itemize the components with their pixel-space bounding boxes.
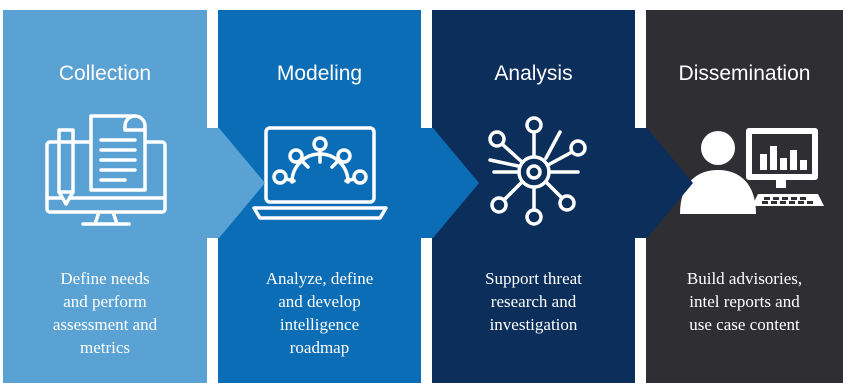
description-line: roadmap xyxy=(289,338,350,357)
stage-dissemination: Dissemination Build advisories xyxy=(646,10,843,383)
description-line: investigation xyxy=(489,315,578,334)
description-line: intel reports and xyxy=(689,292,800,311)
description-line: Analyze, define xyxy=(265,269,374,288)
stage-description: Define needs and perform assessment and … xyxy=(3,267,207,359)
stage-description: Analyze, define and develop intelligence… xyxy=(218,267,421,359)
arrow-modeling-to-analysis xyxy=(421,128,479,238)
user-monitor-chart-icon xyxy=(680,128,824,214)
description-line: research and xyxy=(490,292,577,311)
stage-description: Support threat research and investigatio… xyxy=(432,267,635,336)
description-line: and develop xyxy=(278,292,361,311)
description-line: use case content xyxy=(689,315,800,334)
stage-description: Build advisories, intel reports and use … xyxy=(646,267,843,336)
stage-modeling: Modeling Analyze, define and develop int… xyxy=(218,10,421,383)
description-line: Build advisories, xyxy=(686,269,803,288)
stage-title: Collection xyxy=(58,62,152,85)
stage-title: Analysis xyxy=(494,62,573,85)
arrow-analysis-to-dissemination xyxy=(635,128,693,238)
description-line: Support threat xyxy=(485,269,582,288)
stage-collection: Collection Define needs and perform asse… xyxy=(3,10,207,383)
description-line: intelligence xyxy=(279,315,360,334)
arrow-collection-to-modeling xyxy=(207,128,265,238)
description-line: metrics xyxy=(79,338,131,357)
computer-document-pen-icon xyxy=(45,114,167,226)
description-line: Define needs xyxy=(60,269,150,288)
network-hub-icon xyxy=(488,116,587,226)
laptop-network-icon xyxy=(252,126,388,220)
stage-title: Modeling xyxy=(276,62,363,85)
description-line: assessment and xyxy=(52,315,158,334)
description-line: and perform xyxy=(63,292,147,311)
stage-title: Dissemination xyxy=(678,62,811,85)
